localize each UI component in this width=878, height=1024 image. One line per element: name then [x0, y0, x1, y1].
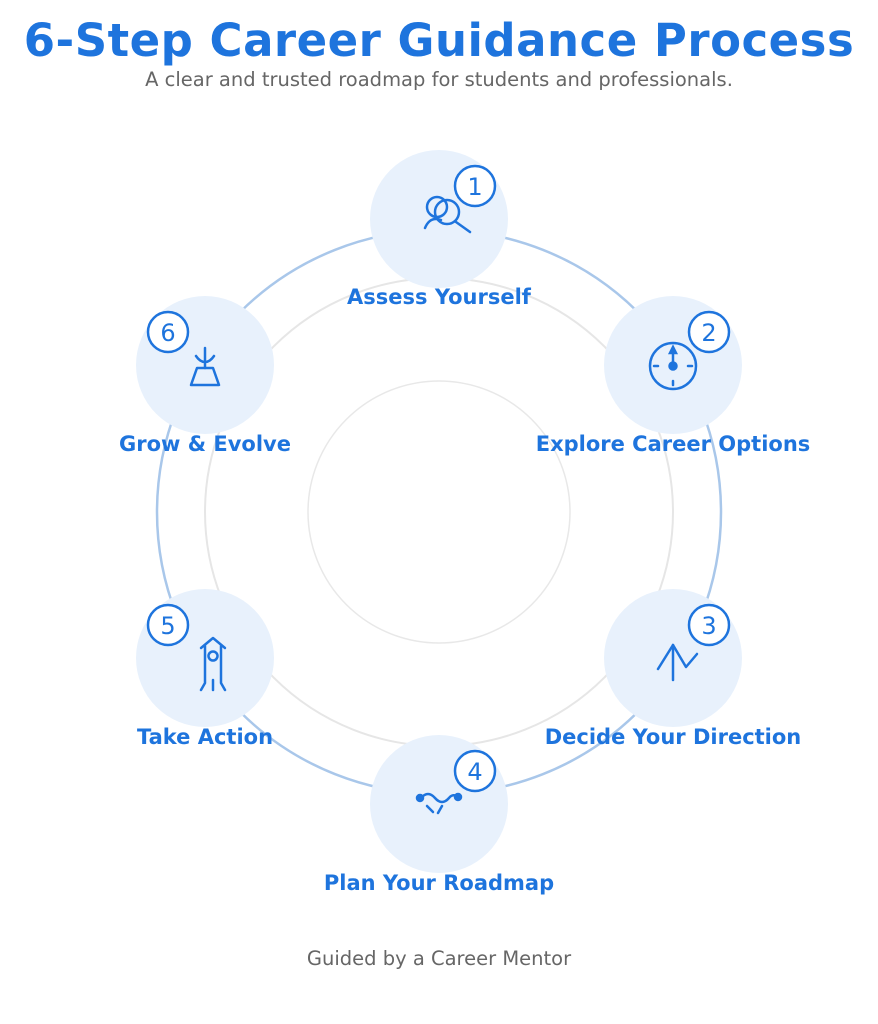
arrow-up-branch-icon — [656, 643, 699, 682]
path-route-icon — [415, 792, 463, 815]
step-5-node-button[interactable] — [136, 589, 274, 727]
svg-text:2: 2 — [701, 319, 716, 347]
step-2-badge: 2 — [687, 310, 731, 354]
step-1-badge: 1 — [453, 164, 497, 208]
step-1-node-button[interactable] — [370, 150, 508, 288]
step-4-node-button[interactable] — [370, 735, 508, 873]
step-2-label: Explore Career Options — [535, 432, 811, 456]
plant-pot-icon — [189, 346, 221, 387]
rocket-icon — [199, 636, 227, 692]
step-2-node-button[interactable] — [604, 296, 742, 434]
page-subtitle: A clear and trusted roadmap for students… — [145, 68, 733, 91]
step-1-label: Assess Yourself — [347, 285, 531, 309]
clock-icon — [648, 341, 698, 391]
step-5-label: Take Action — [136, 725, 274, 749]
step-3-label: Decide Your Direction — [544, 725, 802, 749]
inner-ring — [307, 380, 571, 644]
page-title: 6-Step Career Guidance Process — [23, 14, 855, 67]
svg-text:6: 6 — [160, 319, 175, 347]
svg-text:5: 5 — [160, 612, 175, 640]
svg-text:4: 4 — [467, 758, 482, 786]
svg-text:3: 3 — [701, 612, 716, 640]
step-4-badge: 4 — [453, 749, 497, 793]
step-3-badge: 3 — [687, 603, 731, 647]
step-6-label: Grow & Evolve — [119, 432, 291, 456]
people-search-icon — [423, 195, 472, 234]
svg-text:1: 1 — [467, 173, 482, 201]
step-6-badge: 6 — [146, 310, 190, 354]
step-4-label: Plan Your Roadmap — [323, 871, 555, 895]
step-5-badge: 5 — [146, 603, 190, 647]
step-6-node-button[interactable] — [136, 296, 274, 434]
footer-note: Guided by a Career Mentor — [306, 947, 572, 970]
step-3-node-button[interactable] — [604, 589, 742, 727]
